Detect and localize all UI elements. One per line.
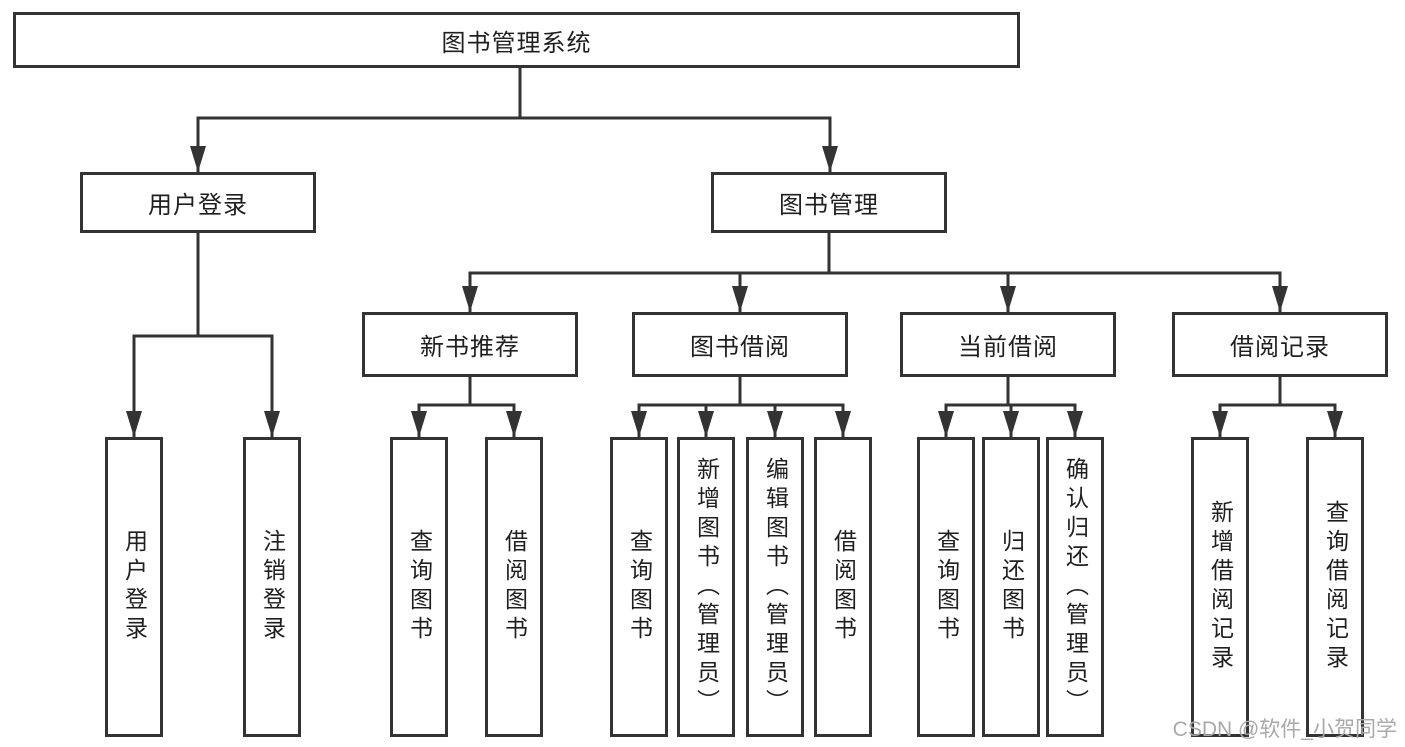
node-leaf-edit-book-admin: 编辑图书（管理员） — [746, 437, 804, 737]
node-current-borrow-label: 当前借阅 — [958, 334, 1058, 361]
node-leaf-edit-book-admin-label: 编辑图书（管理员） — [762, 456, 789, 718]
node-new-book-recommend-label: 新书推荐 — [420, 334, 520, 361]
node-leaf-query-books-1: 查询图书 — [390, 437, 448, 737]
node-leaf-query-books-1-label: 查询图书 — [406, 529, 433, 645]
node-root-label: 图书管理系统 — [441, 29, 592, 57]
node-root: 图书管理系统 — [13, 12, 1020, 68]
node-book-borrow-label: 图书借阅 — [690, 334, 790, 361]
node-leaf-add-borrow-record: 新增借阅记录 — [1191, 437, 1249, 737]
node-leaf-query-books-2: 查询图书 — [610, 437, 668, 737]
node-leaf-confirm-return-admin-label: 确认归还（管理员） — [1062, 456, 1089, 718]
node-leaf-return-book: 归还图书 — [982, 437, 1040, 737]
node-leaf-query-books-3: 查询图书 — [917, 437, 975, 737]
node-leaf-query-books-3-label: 查询图书 — [933, 529, 960, 645]
node-leaf-logout-label: 注销登录 — [259, 529, 286, 645]
node-leaf-borrow-books-1: 借阅图书 — [485, 437, 543, 737]
node-leaf-return-book-label: 归还图书 — [998, 529, 1025, 645]
node-leaf-logout: 注销登录 — [243, 437, 301, 737]
node-user-login: 用户登录 — [80, 172, 316, 233]
node-new-book-recommend: 新书推荐 — [362, 312, 578, 377]
node-leaf-add-borrow-record-label: 新增借阅记录 — [1207, 500, 1234, 674]
node-current-borrow: 当前借阅 — [900, 312, 1116, 377]
node-book-mgmt-label: 图书管理 — [779, 192, 879, 219]
node-leaf-add-book-admin: 新增图书（管理员） — [677, 437, 735, 737]
node-borrow-record: 借阅记录 — [1172, 312, 1388, 377]
node-leaf-borrow-books-1-label: 借阅图书 — [501, 529, 528, 645]
node-leaf-borrow-books-2-label: 借阅图书 — [830, 529, 857, 645]
node-leaf-user-login: 用户登录 — [105, 437, 163, 737]
node-leaf-confirm-return-admin: 确认归还（管理员） — [1046, 437, 1104, 737]
node-borrow-record-label: 借阅记录 — [1230, 334, 1330, 361]
node-leaf-add-book-admin-label: 新增图书（管理员） — [693, 456, 720, 718]
node-leaf-query-books-2-label: 查询图书 — [626, 529, 653, 645]
node-leaf-borrow-books-2: 借阅图书 — [814, 437, 872, 737]
node-book-borrow: 图书借阅 — [632, 312, 848, 377]
node-book-mgmt: 图书管理 — [711, 172, 947, 233]
node-leaf-user-login-label: 用户登录 — [121, 529, 148, 645]
csdn-watermark: CSDN @软件_小贺同学 — [1172, 718, 1397, 741]
node-user-login-label: 用户登录 — [148, 192, 248, 219]
node-leaf-query-borrow-record: 查询借阅记录 — [1306, 437, 1364, 737]
node-leaf-query-borrow-record-label: 查询借阅记录 — [1322, 500, 1349, 674]
